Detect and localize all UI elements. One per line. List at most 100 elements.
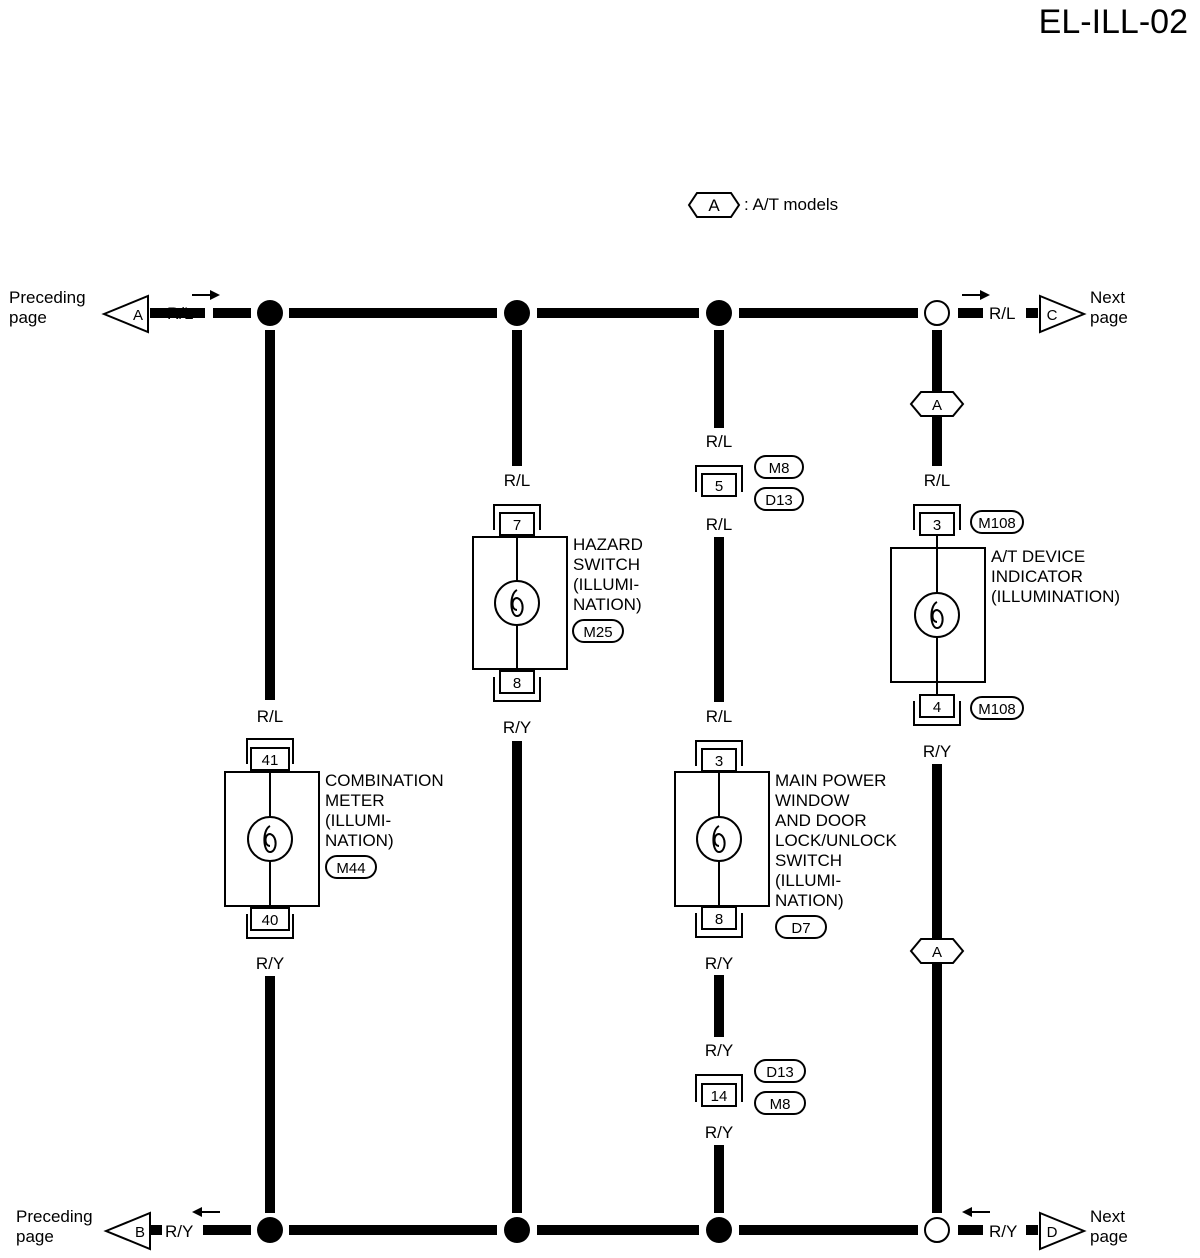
combination-meter-name-1: COMBINATION [325, 771, 444, 790]
joint-upper-conn-b-badge [754, 487, 804, 511]
wire-label-bottom-right: R/Y [989, 1222, 1017, 1241]
offpage-arrow-left-icon-2 [103, 1211, 151, 1251]
combination-meter-pin-bottom [250, 907, 290, 931]
combination-meter-wire-bottom: R/Y [256, 954, 284, 973]
hazard-switch-connector: M25 [583, 624, 612, 641]
main-power-window-wire-top: R/L [706, 707, 732, 726]
joint-upper-pin [701, 473, 737, 497]
combination-meter-connector-badge [325, 855, 377, 879]
offpage-bottom-left: Preceding page B R/Y [16, 1207, 220, 1251]
main-power-window-name-3: AND DOOR [775, 811, 867, 830]
combination-meter-pin-top-label: 41 [262, 752, 279, 769]
hazard-switch-pin-top [499, 512, 535, 536]
hazard-switch-connector-badge [572, 619, 624, 643]
offpage-bottom-left-line2: page [16, 1227, 54, 1246]
joint-lower-conn-b: M8 [770, 1096, 791, 1113]
joint-lower-conn-a: D13 [766, 1064, 794, 1081]
at-device-wire-bottom: R/Y [923, 742, 951, 761]
joint-upper-conn-a-badge [754, 455, 804, 479]
main-power-window-name-4: LOCK/UNLOCK [775, 831, 898, 850]
joint-lower-wire-below: R/Y [705, 1123, 733, 1142]
splice-top-2 [504, 300, 530, 326]
offpage-top-right-line1: Next [1090, 288, 1125, 307]
joint-lower-conn-b-badge [754, 1091, 806, 1115]
main-power-window-pin-bottom [701, 906, 737, 930]
main-power-window-switch: R/L 3 8 R/Y MAIN POWER WINDOW AND DOOR L… [674, 707, 898, 973]
joint-upper-pin-label: 5 [715, 478, 723, 495]
wire-label-bottom-left: R/Y [165, 1222, 193, 1241]
joint-lower-conn-a-badge [754, 1059, 806, 1083]
joint-upper-conn-a: M8 [769, 460, 790, 477]
splice-bottom-4-open [924, 1217, 950, 1243]
at-device-pin-bottom-label: 4 [933, 699, 941, 716]
lamp-icon-3 [696, 816, 742, 862]
legend-option-tag [687, 192, 741, 218]
offpage-top-left: Preceding page A R/L [9, 288, 220, 334]
main-power-window-name-7: NATION) [775, 891, 844, 910]
combination-meter-name-4: NATION) [325, 831, 394, 850]
main-power-window-connector: D7 [791, 920, 810, 937]
hazard-switch-wire-top: R/L [504, 471, 530, 490]
splice-points [257, 300, 950, 1243]
offpage-bottom-right-letter: D [1047, 1224, 1058, 1241]
hazard-switch-pin-top-label: 7 [513, 517, 521, 534]
page-code: EL-ILL-02 [1039, 3, 1188, 41]
offpage-top-right: R/L C Next page [962, 288, 1128, 334]
combination-meter-pin-bottom-label: 40 [262, 912, 279, 929]
at-device-name-1: A/T DEVICE [991, 547, 1085, 566]
main-power-window-name-2: WINDOW [775, 791, 850, 810]
at-device-name-2: INDICATOR [991, 567, 1083, 586]
main-power-window-name-6: (ILLUMI- [775, 871, 841, 890]
legend-tag-letter: A [708, 196, 720, 215]
joint-connector-lower: R/Y 14 D13 M8 R/Y [695, 1041, 806, 1142]
top-bus [150, 304, 1038, 322]
main-power-window-wire-bottom: R/Y [705, 954, 733, 973]
at-device-name-3: (ILLUMINATION) [991, 587, 1120, 606]
offpage-top-left-letter: A [133, 307, 143, 324]
joint-lower-wire-above: R/Y [705, 1041, 733, 1060]
at-device-connector-top: M108 [978, 515, 1016, 532]
option-tag-upper: A [909, 391, 965, 417]
main-power-window-pin-bottom-label: 8 [715, 911, 723, 928]
lamp-icon [247, 816, 293, 862]
main-power-window-pin-top-label: 3 [715, 753, 723, 770]
lamp-icon-2 [494, 580, 540, 626]
main-power-window-name-1: MAIN POWER [775, 771, 886, 790]
at-device-wire-top: R/L [924, 471, 950, 490]
at-device-connector-top-badge [970, 510, 1024, 534]
offpage-top-right-letter: C [1047, 307, 1058, 324]
flow-arrow-right-icon-2 [980, 290, 990, 300]
joint-lower-pin-label: 14 [711, 1088, 728, 1105]
at-device-pin-top-label: 3 [933, 517, 941, 534]
offpage-bottom-right-line1: Next [1090, 1207, 1125, 1226]
hazard-switch-name-3: (ILLUMI- [573, 575, 639, 594]
lamp-icon-4 [914, 592, 960, 638]
at-device-connector-bottom: M108 [978, 701, 1016, 718]
combination-meter-name-2: METER [325, 791, 385, 810]
splice-top-4-open [924, 300, 950, 326]
joint-upper-conn-b: D13 [765, 492, 793, 509]
wire-label-top-right: R/L [989, 304, 1015, 323]
offpage-bottom-right-line2: page [1090, 1227, 1128, 1246]
at-device-pin-bottom [919, 694, 955, 718]
option-tag-lower: A [909, 938, 965, 964]
vertical-wires [265, 330, 942, 1213]
offpage-bottom-right: R/Y D Next page [962, 1207, 1128, 1251]
wire-label-top-left: R/L [167, 304, 193, 323]
legend: A : A/T models [687, 192, 838, 218]
offpage-arrow-left-icon [101, 294, 149, 334]
flow-arrow-left-icon [192, 1207, 202, 1217]
hazard-switch-wire-bottom: R/Y [503, 718, 531, 737]
main-power-window-name-5: SWITCH [775, 851, 842, 870]
combination-meter-pin-top [250, 747, 290, 771]
splice-bottom-1 [257, 1217, 283, 1243]
hazard-switch-name-1: HAZARD [573, 535, 643, 554]
hazard-switch-pin-bottom [499, 670, 535, 694]
option-tag-lower-letter: A [932, 944, 942, 961]
hazard-switch-pin-bottom-label: 8 [513, 675, 521, 692]
joint-upper-wire-above: R/L [706, 432, 732, 451]
legend-text: : A/T models [744, 195, 838, 214]
at-device-connector-bottom-badge [970, 696, 1024, 720]
combination-meter: R/L 41 40 R/Y COMBINATION METER (ILLUMI-… [224, 707, 444, 973]
